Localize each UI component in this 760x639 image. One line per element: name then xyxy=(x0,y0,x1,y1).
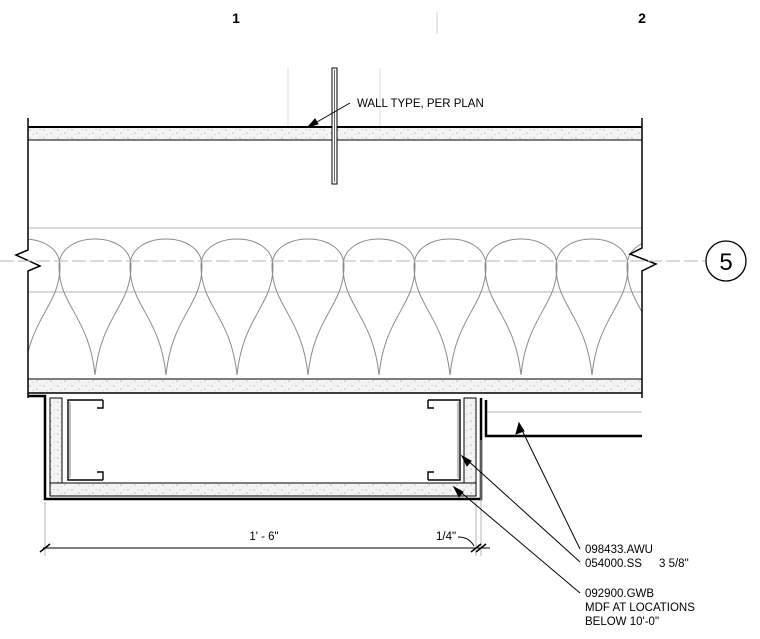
break-line-left xyxy=(14,118,42,398)
gwb-panel-bottom xyxy=(49,482,477,497)
callout-mdf-line2: BELOW 10'-0" xyxy=(585,616,659,628)
acoustical-wall-unit xyxy=(480,398,642,438)
callout-gwb: 092900.GWB xyxy=(585,588,654,600)
callout-mdf-line1: MDF AT LOCATIONS xyxy=(585,602,695,614)
furring-enclosure xyxy=(28,394,483,501)
metal-stud-left xyxy=(67,399,104,481)
callout-stud-size: 3 5/8" xyxy=(659,558,689,570)
leader-lines xyxy=(306,102,581,594)
callout-studs: 054000.SS xyxy=(585,558,642,570)
callout-wall-type: WALL TYPE, PER PLAN xyxy=(357,98,484,110)
dimension-width: 1' - 6" xyxy=(249,531,278,543)
exterior-wall xyxy=(14,67,658,398)
insulation-batt xyxy=(28,238,642,376)
callout-awu: 098433.AWU xyxy=(585,544,653,556)
wall-board-bottom xyxy=(27,378,643,394)
break-line-right xyxy=(628,118,658,398)
metal-stud-right xyxy=(427,399,461,481)
section-marker-label: 5 xyxy=(719,249,732,276)
grid-label-2: 2 xyxy=(638,10,646,26)
gwb-panel-right xyxy=(463,397,477,484)
leader-gwb xyxy=(456,488,581,594)
leader-studs xyxy=(464,457,581,563)
insulation-scallops xyxy=(28,238,642,376)
grid-lines: 1 2 xyxy=(232,10,646,128)
grid-label-1: 1 xyxy=(232,10,240,26)
dimension-gap: 1/4" xyxy=(436,531,456,543)
gwb-panel-left xyxy=(49,397,63,484)
dimension-line xyxy=(39,440,490,556)
section-marker xyxy=(705,240,747,282)
leader-awu xyxy=(519,425,581,550)
